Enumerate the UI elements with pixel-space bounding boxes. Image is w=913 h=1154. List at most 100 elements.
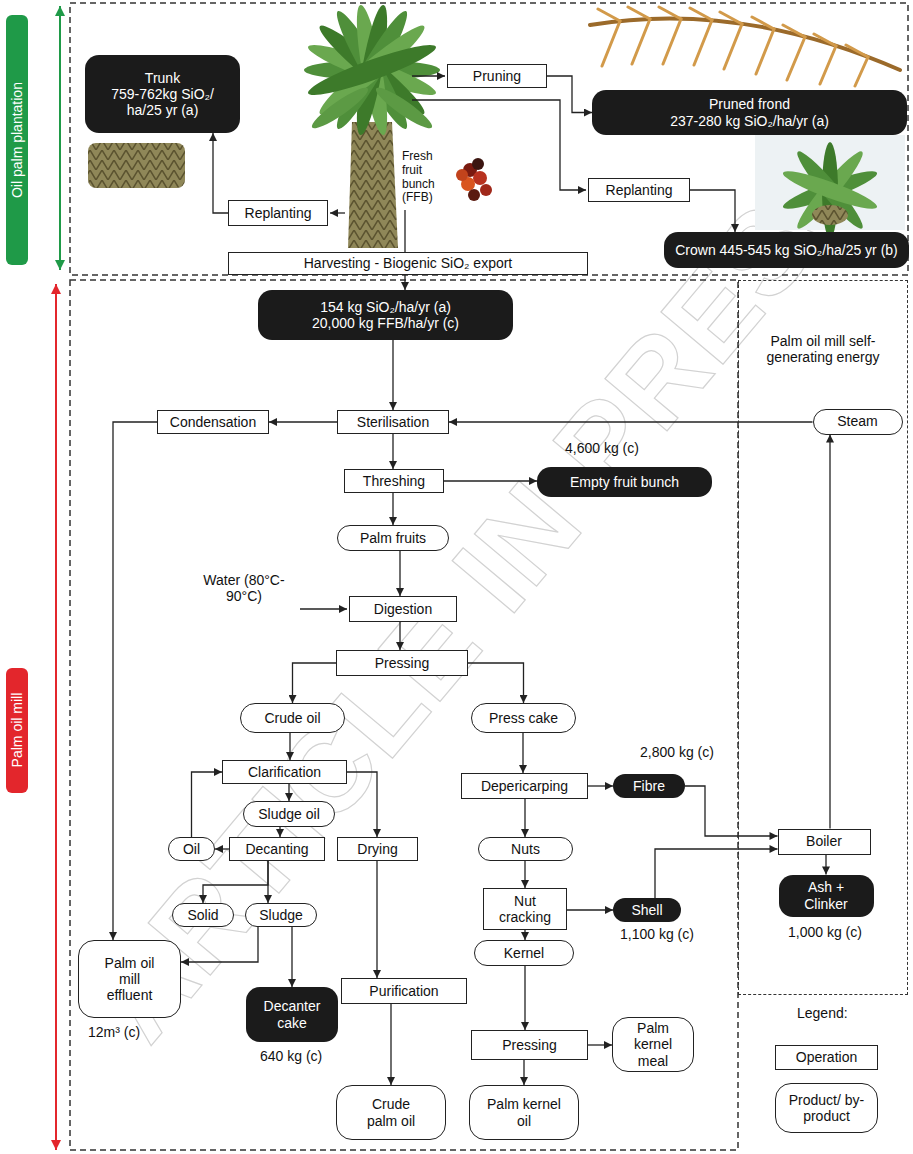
product-box: Sludge bbox=[245, 903, 317, 927]
flow-connector bbox=[347, 772, 377, 837]
flow-connector bbox=[376, 861, 377, 978]
process-box: Sterilisation bbox=[337, 410, 449, 434]
flow-connector bbox=[392, 434, 393, 469]
process-box: Nut cracking bbox=[483, 888, 567, 930]
node-label: Press cake bbox=[489, 710, 558, 726]
node-label: Steam bbox=[837, 413, 877, 429]
process-box: Drying bbox=[337, 837, 418, 861]
node-label: Palm oil mill effluent bbox=[99, 955, 161, 1003]
node-label: Harvesting - Biogenic SiO₂ export bbox=[304, 255, 513, 271]
flow-connector bbox=[588, 1044, 612, 1045]
product-box: Palm oil mill effluent bbox=[78, 940, 181, 1018]
node-label: Pressing bbox=[375, 655, 429, 671]
quantity-label: 2,800 kg (c) bbox=[640, 744, 714, 760]
flow-connector bbox=[685, 786, 778, 836]
product-box: Oil bbox=[168, 837, 215, 861]
legend-label: Product/ by-product bbox=[784, 1092, 870, 1124]
flow-connector bbox=[293, 663, 337, 703]
node-label: Sterilisation bbox=[357, 414, 429, 430]
flow-arrow bbox=[300, 76, 586, 609]
product-box: Crude palm oil bbox=[336, 1085, 446, 1140]
region-border bbox=[70, 280, 738, 1150]
process-box: Purification bbox=[341, 978, 467, 1004]
product-box: Steam bbox=[813, 409, 903, 435]
node-label: Digestion bbox=[374, 601, 432, 617]
quantity-label: 1,100 kg (c) bbox=[620, 926, 694, 942]
flow-connector bbox=[524, 799, 525, 837]
flow-connector bbox=[524, 861, 525, 888]
product-box: Palm fruits bbox=[337, 525, 449, 551]
node-label: Boiler bbox=[806, 833, 842, 849]
section-arrow bbox=[55, 284, 57, 1150]
fruit-bunch bbox=[456, 158, 492, 201]
biomass-box: Pruned frond237-280 kg SiO₂/ha/yr (a) bbox=[592, 90, 907, 135]
node-label: Purification bbox=[369, 983, 438, 999]
node-label: Condensation bbox=[170, 414, 256, 430]
flow-connector bbox=[567, 909, 613, 910]
biomass-box: Trunk759-762kg SiO₂/ ha/25 yr (a) bbox=[85, 55, 240, 133]
quantity-label: 4,600 kg (c) bbox=[565, 440, 639, 456]
node-label: Palm kernel oil bbox=[483, 1096, 565, 1128]
process-box: Digestion bbox=[349, 596, 457, 622]
flow-connector bbox=[825, 855, 826, 875]
node-label: Trunk bbox=[145, 70, 180, 86]
annotation: Fresh fruit bunch (FFB) bbox=[402, 150, 452, 205]
process-box: Pruning bbox=[447, 64, 547, 88]
flow-connector bbox=[269, 421, 337, 422]
legend-sample: Product/ by-product bbox=[775, 1083, 878, 1133]
node-label: Clarification bbox=[248, 764, 321, 780]
process-box: Boiler bbox=[778, 829, 871, 855]
node-label: Crown 445-545 kg SiO₂/ha/25 yr (b) bbox=[675, 242, 898, 258]
process-box: Harvesting - Biogenic SiO₂ export bbox=[228, 252, 588, 275]
process-box: Replanting bbox=[228, 200, 328, 226]
flow-connector bbox=[291, 927, 292, 987]
flow-connector bbox=[213, 133, 228, 213]
node-label: Pressing bbox=[502, 1037, 556, 1053]
biomass-box: Crown 445-545 kg SiO₂/ha/25 yr (b) bbox=[664, 232, 909, 268]
legend-label: Operation bbox=[796, 1049, 857, 1065]
flow-connector bbox=[399, 551, 400, 596]
product-box: Palm kernel meal bbox=[612, 1017, 694, 1072]
node-label: Kernel bbox=[504, 945, 544, 961]
biomass-box: 154 kg SiO₂/ha/yr (a)20,000 kg FFB/ha/yr… bbox=[258, 290, 513, 340]
flow-connector bbox=[829, 435, 830, 829]
flow-connector bbox=[522, 733, 523, 773]
flow-connector bbox=[192, 772, 223, 837]
process-box: Replanting bbox=[588, 178, 690, 202]
node-label: Sludge bbox=[259, 907, 303, 923]
node-label: Pruning bbox=[473, 68, 521, 84]
node-label: 20,000 kg FFB/ha/yr (c) bbox=[312, 315, 459, 331]
flow-connector bbox=[181, 927, 258, 962]
region-border bbox=[70, 3, 908, 275]
node-label: Nuts bbox=[511, 841, 540, 857]
band-label: Palm oil mill bbox=[9, 693, 25, 768]
flow-connector bbox=[524, 930, 525, 940]
node-label: Solid bbox=[187, 907, 218, 923]
process-box: Pressing bbox=[336, 650, 468, 676]
biomass-box: Empty fruit bunch bbox=[537, 467, 712, 497]
legend-sample: Operation bbox=[775, 1045, 878, 1070]
section-arrow bbox=[59, 6, 61, 270]
node-label: 154 kg SiO₂/ha/yr (a) bbox=[320, 299, 451, 315]
biomass-box: Decanter cake bbox=[246, 987, 338, 1042]
node-label: Pruned frond bbox=[709, 96, 790, 112]
flow-connector bbox=[547, 76, 592, 113]
flow-connector bbox=[215, 848, 229, 849]
flow-connector bbox=[523, 1060, 524, 1085]
node-label: Palm kernel meal bbox=[626, 1020, 681, 1068]
flow-connector bbox=[390, 1004, 391, 1085]
node-label: Nut cracking bbox=[489, 893, 561, 925]
flow-connector bbox=[468, 663, 524, 703]
trunk-photo bbox=[88, 143, 185, 188]
energy-region: Palm oil mill self-generating energyStea… bbox=[738, 280, 908, 995]
node-label: Empty fruit bunch bbox=[570, 474, 679, 490]
flow-connector bbox=[655, 849, 778, 898]
node-label: Oil bbox=[183, 841, 200, 857]
flow-connector bbox=[449, 421, 813, 422]
flow-connector bbox=[524, 966, 525, 1030]
flow-connector bbox=[392, 340, 393, 410]
process-box: Decanting bbox=[229, 837, 325, 861]
node-label: Crude oil bbox=[264, 710, 320, 726]
node-label: Drying bbox=[357, 841, 397, 857]
